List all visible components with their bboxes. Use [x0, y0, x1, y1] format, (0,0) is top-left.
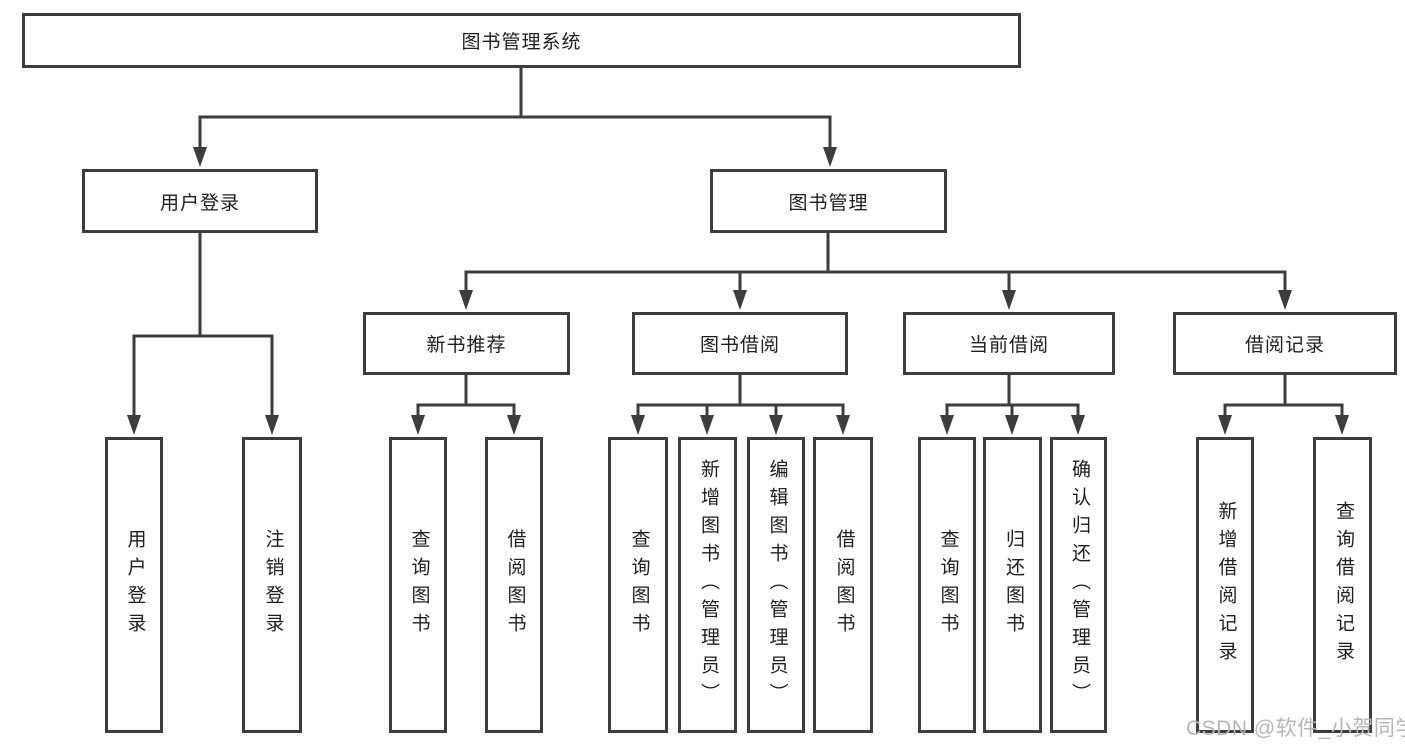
- node-root-label: 图书管理系统: [461, 32, 582, 53]
- leaf-confirm-return-admin-label: 确认归还（管理员）: [1068, 459, 1090, 711]
- csdn-watermark: CSDN @软件_小贺同学: [1186, 717, 1405, 740]
- connector-borrow-to-leaves: [636, 375, 845, 417]
- leaf-logout: 注销登录: [242, 437, 302, 733]
- leaf-edit-books-admin: 编辑图书（管理员）: [747, 437, 805, 733]
- leaf-add-borrow-record-label: 新增借阅记录: [1215, 501, 1237, 669]
- leaf-edit-books-admin-label: 编辑图书（管理员）: [766, 459, 788, 711]
- leaf-query-books-recommend-label: 查询图书: [408, 529, 430, 641]
- leaf-query-borrow-record: 查询借阅记录: [1313, 437, 1372, 733]
- leaf-query-books-borrow: 查询图书: [608, 437, 668, 733]
- connector-current-to-leaves: [945, 375, 1080, 417]
- leaf-add-books-admin-label: 新增图书（管理员）: [697, 459, 719, 711]
- connector-records-to-leaves: [1223, 375, 1344, 417]
- leaf-return-books-label: 归还图书: [1002, 529, 1024, 641]
- node-new-book-recommend-label: 新书推荐: [426, 335, 507, 356]
- leaf-query-books-current: 查询图书: [918, 437, 976, 733]
- leaf-borrow-books-recommend: 借阅图书: [485, 437, 543, 733]
- leaf-add-borrow-record: 新增借阅记录: [1196, 437, 1254, 733]
- node-root-library-system: 图书管理系统: [22, 13, 1021, 68]
- leaf-borrow-books: 借阅图书: [813, 437, 873, 733]
- node-user-login: 用户登录: [82, 169, 318, 233]
- node-borrow-records: 借阅记录: [1173, 312, 1397, 375]
- leaf-return-books: 归还图书: [983, 437, 1042, 733]
- connector-root-to-level2: [198, 68, 832, 149]
- leaf-add-books-admin: 新增图书（管理员）: [678, 437, 737, 733]
- connector-newrec-to-leaves: [416, 375, 516, 417]
- leaf-confirm-return-admin: 确认归还（管理员）: [1050, 437, 1107, 733]
- node-book-management: 图书管理: [710, 169, 947, 233]
- connector-userlogin-to-leaves: [132, 233, 274, 417]
- leaf-query-books-borrow-label: 查询图书: [628, 529, 650, 641]
- node-current-borrow-label: 当前借阅: [968, 335, 1049, 356]
- node-borrow-records-label: 借阅记录: [1244, 335, 1325, 356]
- leaf-user-login: 用户登录: [105, 437, 163, 733]
- node-book-borrow: 图书借阅: [632, 312, 848, 375]
- leaf-borrow-books-label: 借阅图书: [833, 529, 855, 641]
- leaf-query-books-current-label: 查询图书: [937, 529, 959, 641]
- leaf-user-login-label: 用户登录: [124, 529, 146, 641]
- node-new-book-recommend: 新书推荐: [363, 312, 570, 375]
- node-current-borrow: 当前借阅: [903, 312, 1115, 375]
- leaf-logout-label: 注销登录: [262, 529, 284, 641]
- leaf-borrow-books-recommend-label: 借阅图书: [504, 529, 526, 641]
- node-user-login-label: 用户登录: [159, 192, 240, 214]
- leaf-query-books-recommend: 查询图书: [389, 437, 447, 733]
- node-book-borrow-label: 图书借阅: [699, 335, 780, 356]
- node-book-management-label: 图书管理: [788, 192, 869, 214]
- connector-bookmgmt-to-level3: [464, 233, 1287, 292]
- leaf-query-borrow-record-label: 查询借阅记录: [1332, 501, 1354, 669]
